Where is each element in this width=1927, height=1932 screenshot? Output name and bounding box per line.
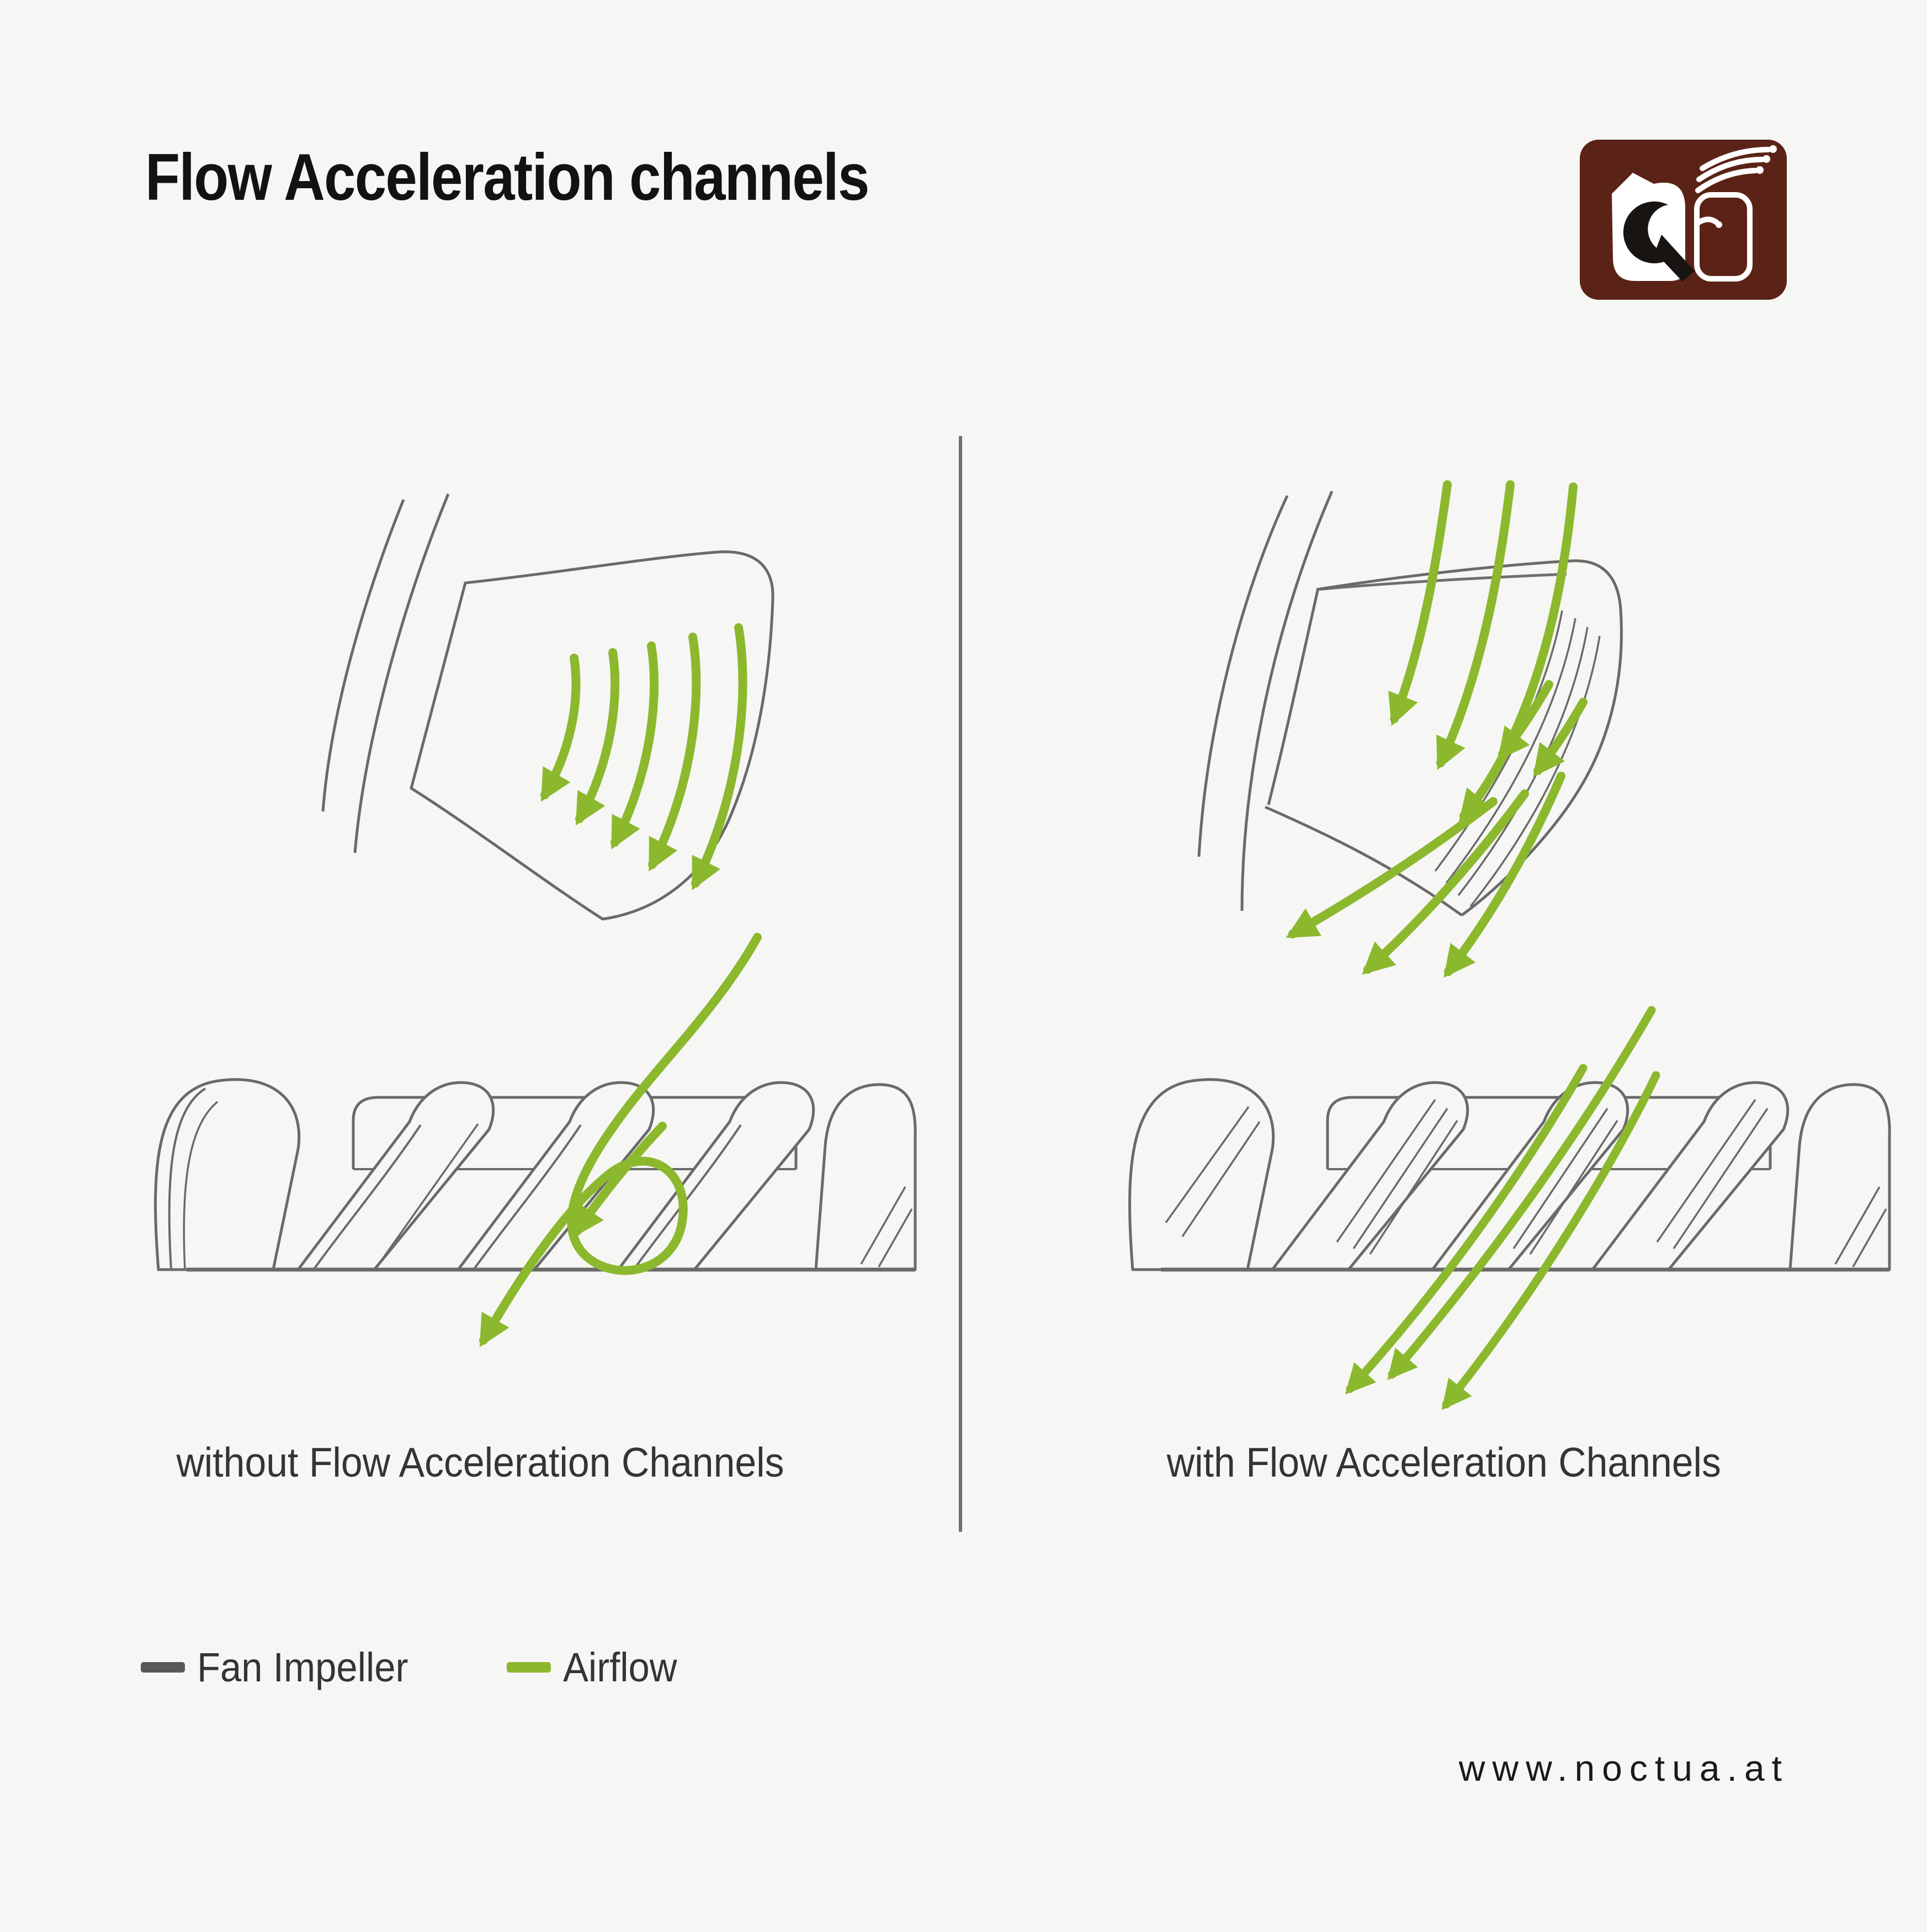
blade-diagram-with-channels xyxy=(1197,480,1623,978)
airflow-arrow xyxy=(1458,482,1578,822)
airflow-arrow xyxy=(572,1122,667,1238)
caption-without-channels: without Flow Acceleration Channels xyxy=(0,1437,960,1487)
caption-text: with Flow Acceleration Channels xyxy=(1166,1439,1721,1485)
fan-hub-arc xyxy=(1240,491,1334,911)
impeller-blade xyxy=(1271,1081,1469,1271)
legend-label: Airflow xyxy=(563,1644,677,1690)
accelerated-airflow xyxy=(1345,1006,1660,1410)
impeller-blade xyxy=(617,1081,815,1271)
impeller-blade-contour xyxy=(168,1087,206,1270)
fan-icon xyxy=(1694,145,1777,282)
fan-hub-arc xyxy=(353,493,450,853)
airflow-arrow xyxy=(648,633,701,872)
flow-channel-line xyxy=(1336,1099,1458,1255)
airflow-arrow xyxy=(1533,698,1588,777)
fan-blade-edge xyxy=(1267,590,1319,805)
impeller-blade-contour xyxy=(312,1124,422,1271)
airflow-arrow xyxy=(1441,1071,1660,1410)
impeller-blade xyxy=(296,1081,495,1271)
impeller-blade xyxy=(1128,1078,1275,1271)
website-url: www.noctua.at xyxy=(1458,1748,1789,1788)
caption-text: without Flow Acceleration Channels xyxy=(176,1439,784,1485)
impeller-blade xyxy=(1788,1083,1891,1271)
fan-blade-outline xyxy=(1316,559,1623,917)
impeller-blade xyxy=(814,1083,917,1271)
flow-channel-line xyxy=(1165,1106,1261,1237)
owl-icon xyxy=(1612,173,1695,282)
airflow-swatch-icon xyxy=(507,1662,551,1673)
airflow-arrow xyxy=(1436,480,1515,771)
fan-blade-edge xyxy=(1264,805,1463,917)
impeller-blade-contour xyxy=(381,1123,479,1261)
fan-blade-outline xyxy=(410,550,774,921)
turbulent-airflow xyxy=(479,933,762,1347)
impeller-diagram-with-channels xyxy=(1128,1006,1891,1410)
flow-channel-line xyxy=(1656,1099,1769,1249)
impeller-blade-contour xyxy=(473,1124,582,1271)
turbulence-swirl-arrow xyxy=(479,933,762,1347)
airflow-arrow xyxy=(1388,480,1452,726)
impeller-blade-contour xyxy=(183,1101,219,1270)
airflow-arrow xyxy=(1362,789,1529,975)
airflow-arrows xyxy=(540,623,747,890)
airflow-arrow xyxy=(691,623,747,890)
legend-item-fan-impeller: Fan Impeller xyxy=(141,1644,424,1691)
panel-divider xyxy=(959,436,962,1532)
page-title: Flow Acceleration channels xyxy=(145,140,869,214)
noctua-logo xyxy=(1580,140,1787,300)
airflow-arrow xyxy=(1387,1006,1656,1381)
airflow-arrow xyxy=(1498,680,1553,761)
airflow-arrows xyxy=(1286,480,1588,978)
legend: Fan Impeller Airflow xyxy=(141,1642,686,1692)
flow-channel-line xyxy=(1834,1186,1887,1267)
airflow-arrow xyxy=(575,648,620,826)
caption-with-channels: with Flow Acceleration Channels xyxy=(960,1437,1927,1487)
airflow-arrow xyxy=(1345,1064,1588,1394)
impeller-blade-contour xyxy=(860,1186,913,1267)
airflow-arrow xyxy=(540,654,581,802)
fan-hub-arc xyxy=(321,499,405,812)
impeller-blade xyxy=(1591,1081,1790,1271)
blade-diagram-without-channels xyxy=(321,493,774,921)
airflow-arrow xyxy=(611,641,659,850)
legend-item-airflow: Airflow xyxy=(507,1644,686,1691)
fan-impeller-swatch-icon xyxy=(141,1662,185,1673)
impeller-blade xyxy=(154,1078,301,1271)
impeller-diagram-without-channels xyxy=(154,933,917,1347)
airflow-arrow xyxy=(1286,797,1498,938)
fan-hub-arc xyxy=(1197,495,1289,857)
impeller-blade xyxy=(456,1081,655,1271)
airflow-arrow xyxy=(1443,772,1565,978)
legend-label: Fan Impeller xyxy=(197,1644,408,1690)
hub-blade-junction-line xyxy=(1316,572,1567,591)
